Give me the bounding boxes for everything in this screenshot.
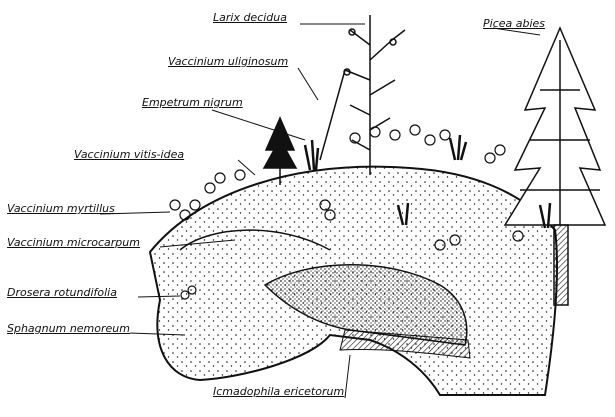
label-vaccinium-myrtillus: Vaccinium myrtillus xyxy=(7,203,115,215)
label-sphagnum-nemoreum: Sphagnum nemoreum xyxy=(7,323,130,335)
label-picea-abies: Picea abies xyxy=(483,18,545,30)
label-larix-decidua: Larix decidua xyxy=(213,12,287,24)
larix-tree xyxy=(320,15,405,175)
label-vaccinium-microcarpum: Vaccinium microcarpum xyxy=(7,237,140,249)
label-empetrum-nigrum: Empetrum nigrum xyxy=(142,97,243,109)
label-icmadophila-ericetorum: Icmadophila ericetorum xyxy=(213,386,344,398)
label-vaccinium-uliginosum: Vaccinium uliginosum xyxy=(168,56,288,68)
label-vaccinium-vitis-idea: Vaccinium vitis-idea xyxy=(74,149,184,161)
label-drosera-rotundifolia: Drosera rotundifolia xyxy=(7,287,117,299)
